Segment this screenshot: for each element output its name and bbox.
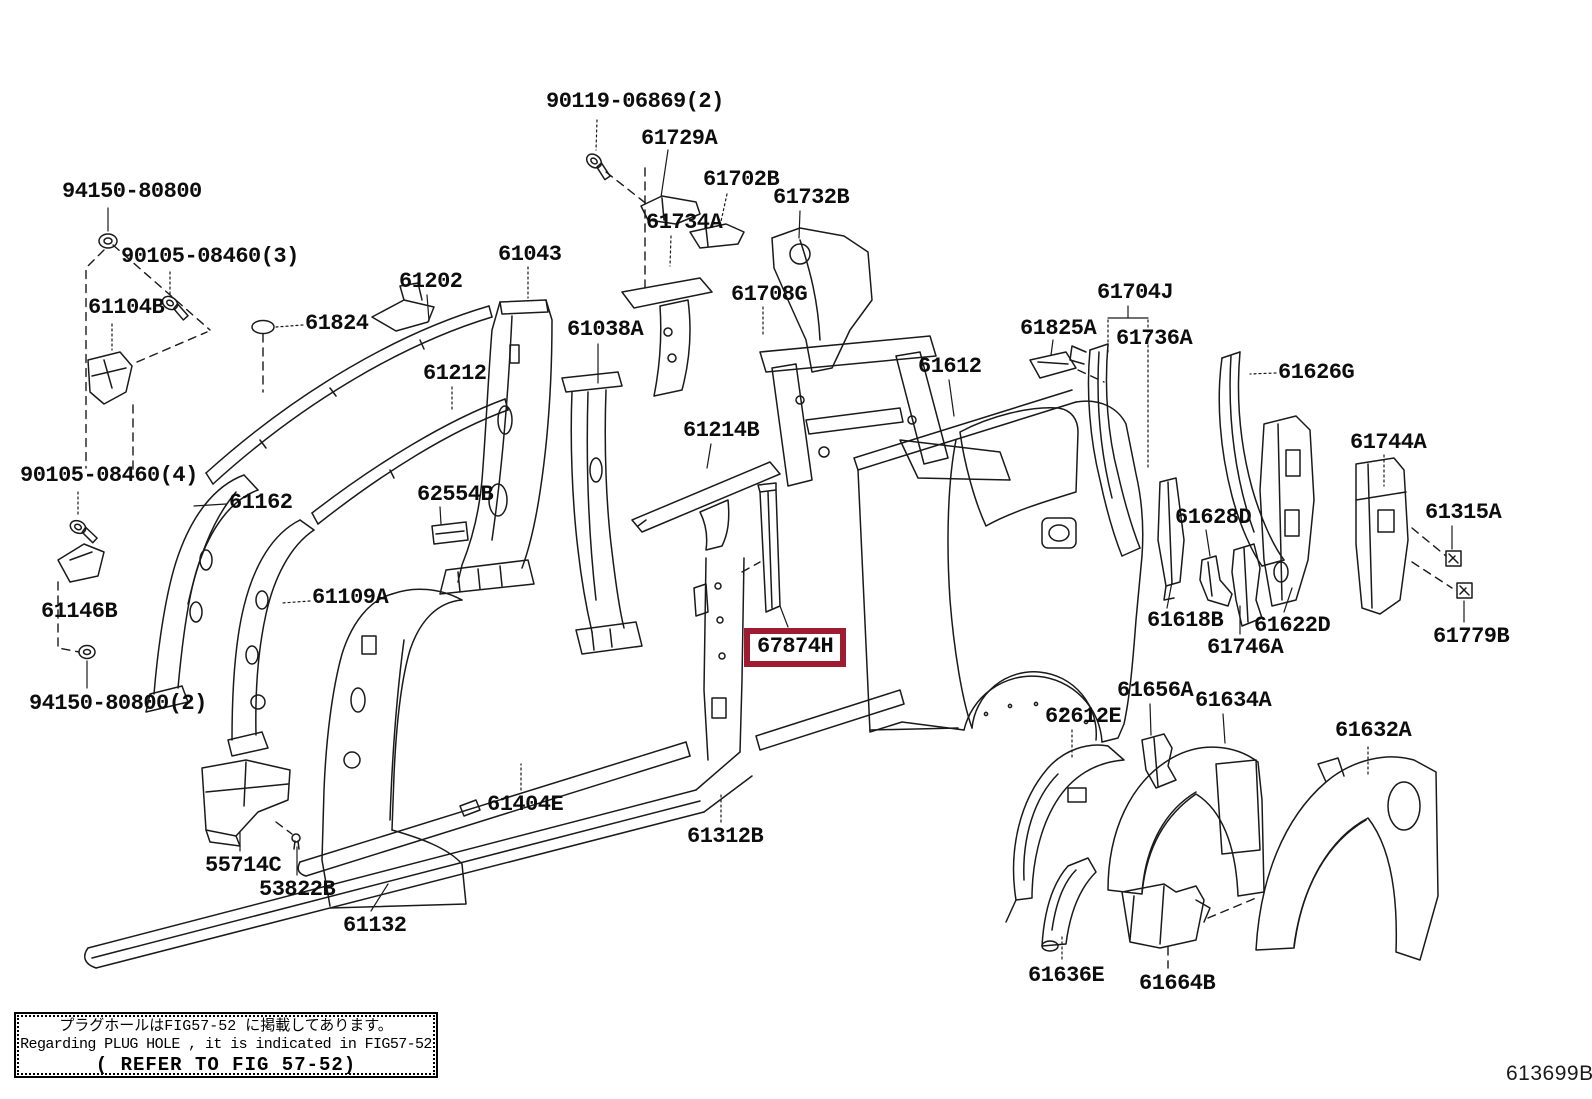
part-label-61744A[interactable]: 61744A	[1350, 430, 1427, 455]
part-drawing-61626G	[1218, 351, 1285, 567]
part-drawing-61746A	[1231, 543, 1263, 627]
bolt-90119-icon	[585, 153, 611, 181]
part-label-61212[interactable]: 61212	[423, 361, 487, 386]
part-drawing-61202	[205, 282, 493, 485]
part-label-90105-08460-3[interactable]: 90105-08460(3)	[121, 244, 299, 269]
part-label-61214B[interactable]: 61214B	[683, 418, 760, 443]
note-line-japanese: プラグホールはFIG57-52 に掲載してあります。	[59, 1018, 393, 1035]
figure-code: 613699B	[1506, 1062, 1592, 1085]
part-label-61315A[interactable]: 61315A	[1425, 500, 1502, 525]
part-label-61746A[interactable]: 61746A	[1207, 635, 1284, 660]
part-label-61622D[interactable]: 61622D	[1254, 613, 1331, 638]
plug-hole-note-box: プラグホールはFIG57-52 に掲載してあります。 Regarding PLU…	[14, 1012, 438, 1078]
part-drawing-61734A	[621, 277, 713, 397]
leader-lines	[77, 119, 1465, 969]
part-drawing-61729A	[640, 195, 701, 225]
part-drawing-61632A	[1255, 756, 1439, 961]
part-drawing-61312B	[83, 557, 753, 969]
part-label-61729A[interactable]: 61729A	[641, 126, 718, 151]
part-label-61109A[interactable]: 61109A	[312, 585, 389, 610]
part-label-61162[interactable]: 61162	[229, 490, 293, 515]
plug-hole-note-inner: プラグホールはFIG57-52 に掲載してあります。 Regarding PLU…	[17, 1015, 435, 1076]
part-label-61732B[interactable]: 61732B	[773, 185, 850, 210]
part-label-61043[interactable]: 61043	[498, 242, 562, 267]
note-line-english: Regarding PLUG HOLE , it is indicated in…	[20, 1036, 432, 1053]
bolt-90105-4-icon	[69, 519, 98, 544]
part-drawing-67874H-strip	[757, 482, 781, 613]
part-label-90119-06869[interactable]: 90119-06869(2)	[546, 89, 724, 114]
part-label-61618B[interactable]: 61618B	[1147, 608, 1224, 633]
part-label-61612[interactable]: 61612	[918, 354, 982, 379]
part-label-61634A[interactable]: 61634A	[1195, 688, 1272, 713]
part-drawing-62554B	[431, 521, 469, 545]
part-label-61626G[interactable]: 61626G	[1278, 360, 1355, 385]
part-label-90105-08460-4[interactable]: 90105-08460(4)	[20, 463, 198, 488]
grommet-61824-icon	[251, 319, 275, 335]
part-label-61312B[interactable]: 61312B	[687, 824, 764, 849]
part-label-61708G[interactable]: 61708G	[731, 282, 808, 307]
part-drawing-55714C	[201, 759, 291, 847]
part-label-61736A[interactable]: 61736A	[1116, 326, 1193, 351]
part-label-55714C[interactable]: 55714C	[205, 853, 282, 878]
part-label-61202[interactable]: 61202	[399, 269, 463, 294]
clip-53822B-icon	[291, 833, 301, 850]
part-drawing-61038A	[561, 371, 643, 655]
part-label-61825A[interactable]: 61825A	[1020, 316, 1097, 341]
part-label-61038A[interactable]: 61038A	[567, 317, 644, 342]
part-label-61104B[interactable]: 61104B	[88, 295, 165, 320]
part-drawing-61315A	[1445, 550, 1462, 567]
part-label-61734A[interactable]: 61734A	[646, 210, 723, 235]
part-drawing-61043	[439, 299, 553, 595]
part-drawing-61132	[321, 588, 467, 909]
part-label-61824[interactable]: 61824	[305, 311, 369, 336]
part-drawing-61214B	[631, 461, 781, 551]
part-label-61704J[interactable]: 61704J	[1097, 280, 1174, 305]
part-drawing-61664B	[1121, 883, 1211, 949]
part-label-61632A[interactable]: 61632A	[1335, 718, 1412, 743]
part-label-62612E[interactable]: 62612E	[1045, 704, 1122, 729]
part-drawing-61708G	[759, 335, 1011, 487]
part-drawing-61628D	[1199, 555, 1233, 607]
part-label-61656A[interactable]: 61656A	[1117, 678, 1194, 703]
part-label-94150-80800-2[interactable]: 94150-80800(2)	[29, 691, 207, 716]
highlighted-part-label-67874H[interactable]: 67874H	[744, 628, 847, 667]
part-drawing-61744A	[1355, 457, 1409, 615]
part-drawing-61104B	[87, 351, 133, 405]
part-drawing-61634A	[1107, 746, 1265, 897]
part-label-94150-80800[interactable]: 94150-80800	[62, 179, 202, 204]
nut-94150-2-icon	[78, 644, 96, 660]
dashed-connectors	[57, 167, 1453, 919]
part-drawing-61162	[145, 474, 259, 713]
part-drawing-61636E	[1041, 857, 1097, 952]
bolt-90105-3-icon	[161, 295, 189, 321]
part-drawing-61109A	[227, 519, 315, 757]
note-line-reference: ( REFER TO FIG 57-52)	[95, 1054, 357, 1076]
part-label-61664B[interactable]: 61664B	[1139, 971, 1216, 996]
part-drawing-61618B	[1157, 477, 1185, 601]
part-label-61132[interactable]: 61132	[343, 913, 407, 938]
part-label-61702B[interactable]: 61702B	[703, 167, 780, 192]
part-label-61628D[interactable]: 61628D	[1175, 505, 1252, 530]
part-drawing-62612E	[1005, 744, 1125, 923]
part-drawing-61146B	[57, 543, 105, 583]
part-drawing-61732B	[771, 227, 873, 373]
part-label-53822B[interactable]: 53822B	[259, 877, 336, 902]
part-drawing-61404E	[297, 689, 905, 877]
part-drawing-61656A	[1141, 733, 1177, 789]
part-drawing-61622D	[1259, 415, 1315, 607]
part-drawing-61702B	[689, 223, 745, 249]
part-label-61146B[interactable]: 61146B	[41, 599, 118, 624]
part-label-61779B[interactable]: 61779B	[1433, 624, 1510, 649]
part-drawing-61612	[853, 389, 1144, 743]
part-drawing-61736A	[1069, 343, 1141, 557]
part-drawing-61825A	[1029, 351, 1077, 379]
part-label-61636E[interactable]: 61636E	[1028, 963, 1105, 988]
nut-94150-icon	[98, 233, 118, 249]
part-label-61404E[interactable]: 61404E	[487, 792, 564, 817]
part-drawing-61779B	[1456, 582, 1473, 599]
part-label-62554B[interactable]: 62554B	[417, 482, 494, 507]
